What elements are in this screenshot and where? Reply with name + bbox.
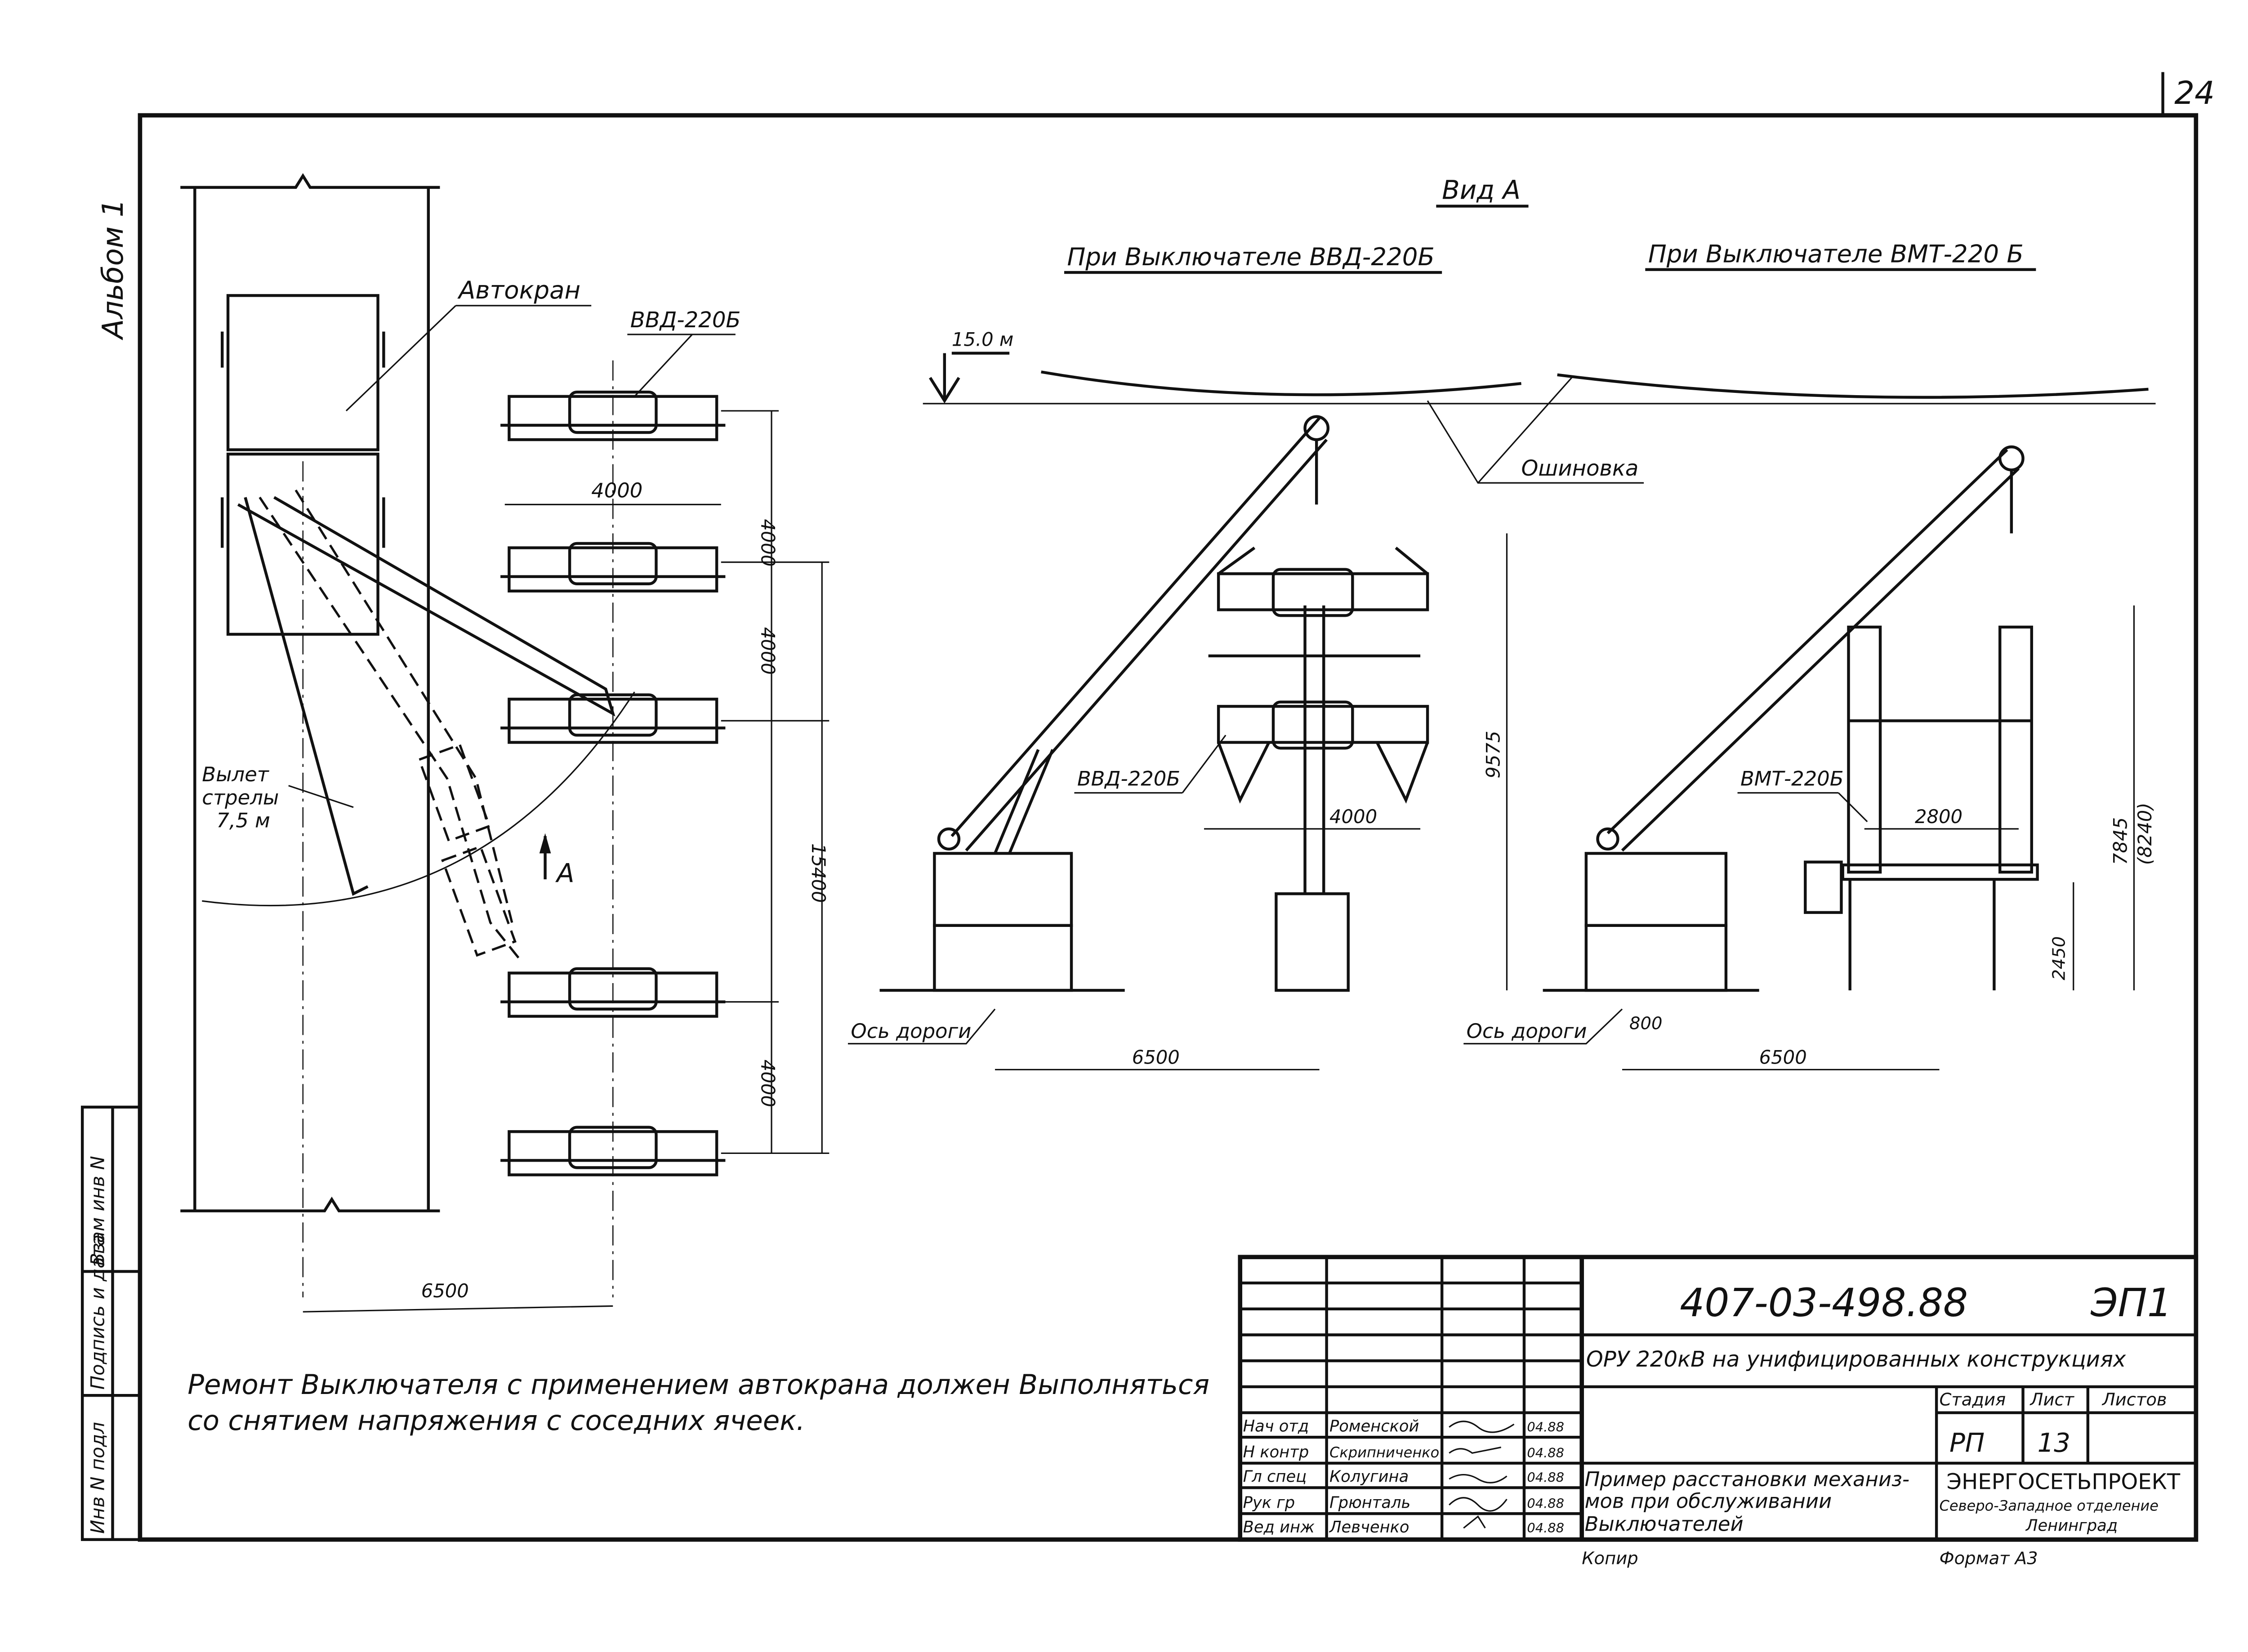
svg-text:Скрипниченко: Скрипниченко bbox=[1329, 1444, 1439, 1461]
svg-text:Гл спец: Гл спец bbox=[1243, 1468, 1307, 1486]
organization-city: Ленинград bbox=[2025, 1517, 2118, 1535]
breaker-plan-label: ВВД-220Б bbox=[630, 307, 741, 333]
right-road-offset: 800 bbox=[1629, 1014, 1662, 1034]
plan-view: Автокран ВВД-220Б Вылет стрелы 7,5 м А 4… bbox=[180, 173, 830, 1313]
crane-right bbox=[1543, 445, 2025, 992]
svg-text:Колугина: Колугина bbox=[1329, 1468, 1409, 1486]
crane-left bbox=[879, 415, 1330, 992]
right-height-alt: (8240) bbox=[2134, 803, 2156, 865]
busbar-label: Ошиновка bbox=[1521, 456, 1639, 481]
left-width-dim: 4000 bbox=[1329, 806, 1377, 828]
svg-text:Рук гр: Рук гр bbox=[1243, 1493, 1295, 1512]
dim-width: 4000 bbox=[591, 478, 642, 502]
stage-header: Стадия bbox=[1940, 1390, 2006, 1410]
drawing-title-2: мов при обслуживании bbox=[1585, 1489, 1832, 1513]
svg-text:Подпись и дата: Подпись и дата bbox=[86, 1234, 108, 1389]
right-width-dim: 2800 bbox=[1915, 806, 1963, 828]
dim-total: 15400 bbox=[807, 843, 830, 903]
signature-rows: Нач отд Роменской 04.88 Н контр Скрипнич… bbox=[1243, 1417, 1564, 1536]
svg-text:Вед инж: Вед инж bbox=[1243, 1518, 1315, 1536]
drawing-title-1: Пример расстановки механиз- bbox=[1585, 1467, 1909, 1491]
view-title: Вид А bbox=[1442, 175, 1521, 205]
boom-reach-label: Вылет bbox=[202, 762, 270, 786]
stage-value: РП bbox=[1949, 1427, 1985, 1458]
svg-text:04.88: 04.88 bbox=[1527, 1470, 1564, 1485]
svg-text:04.88: 04.88 bbox=[1527, 1445, 1564, 1461]
boom-positions bbox=[202, 489, 635, 960]
sheet-header: Лист bbox=[2029, 1390, 2075, 1410]
sheet-frame bbox=[138, 113, 2199, 1542]
side-stamp: Взам инв N Подпись и дата Инв N подл bbox=[80, 1105, 142, 1541]
svg-text:04.88: 04.88 bbox=[1527, 1496, 1564, 1511]
view-arrow-label: А bbox=[555, 858, 574, 889]
svg-text:Инв N подл: Инв N подл bbox=[86, 1422, 108, 1534]
dim-spacing-3: 4000 bbox=[757, 1060, 779, 1107]
breaker-vmt bbox=[1804, 625, 2039, 991]
left-height-dim: 9575 bbox=[1482, 731, 1504, 779]
svg-text:Грюнталь: Грюнталь bbox=[1329, 1493, 1410, 1512]
doc-code: 407-03-498.88 bbox=[1680, 1281, 1968, 1326]
svg-text:стрелы: стрелы bbox=[202, 785, 279, 809]
page-number: 24 bbox=[2174, 75, 2215, 111]
album-label: Альбом 1 bbox=[96, 199, 130, 341]
dim-offset: 6500 bbox=[421, 1280, 469, 1302]
left-breaker-label: ВВД-220Б bbox=[1077, 767, 1180, 791]
level-mark: 15.0 м bbox=[952, 329, 1013, 351]
breaker-symbols bbox=[500, 391, 726, 1176]
svg-text:04.88: 04.88 bbox=[1527, 1520, 1564, 1536]
svg-text:Нач отд: Нач отд bbox=[1243, 1417, 1309, 1435]
right-view-title: При Выключателе ВМТ-220 Б bbox=[1648, 240, 2024, 268]
svg-text:04.88: 04.88 bbox=[1527, 1419, 1564, 1434]
left-road-axis: Ось дороги bbox=[851, 1019, 971, 1043]
drawing-title-3: Выключателей bbox=[1585, 1512, 1744, 1536]
svg-text:Левченко: Левченко bbox=[1329, 1518, 1409, 1536]
sheet-code: ЭП1 bbox=[2090, 1281, 2172, 1326]
right-offset-dim: 6500 bbox=[1759, 1046, 1807, 1069]
format-label: Формат А3 bbox=[1940, 1548, 2038, 1568]
dim-spacing-2: 4000 bbox=[757, 627, 779, 675]
organization: ЭНЕРГОСЕТЬПРОЕКТ bbox=[1947, 1469, 2181, 1495]
title-block: 407-03-498.88 ЭП1 ОРУ 220кВ на унифициро… bbox=[1238, 1255, 2199, 1568]
autocrane-label: Автокран bbox=[457, 276, 580, 304]
copied-label: Копир bbox=[1582, 1548, 1638, 1568]
left-view-title: При Выключателе ВВД-220Б bbox=[1067, 242, 1434, 271]
svg-text:7,5 м: 7,5 м bbox=[216, 809, 270, 833]
organization-branch: Северо-Западное отделение bbox=[1940, 1497, 2159, 1514]
sheet-number: 13 bbox=[2038, 1427, 2070, 1458]
left-offset-dim: 6500 bbox=[1132, 1046, 1180, 1069]
view-a: Вид А При Выключателе ВВД-220Б При Выклю… bbox=[847, 175, 2156, 1071]
breaker-vvd bbox=[1208, 546, 1429, 992]
note-line-1: Ремонт Выключателя с применением автокра… bbox=[187, 1369, 1209, 1401]
sheets-header: Листов bbox=[2101, 1390, 2167, 1410]
right-road-axis: Ось дороги bbox=[1467, 1019, 1587, 1043]
right-base-dim: 2450 bbox=[2049, 936, 2070, 980]
note-line-2: со снятием напряжения с соседних ячеек. bbox=[187, 1405, 805, 1437]
right-breaker-label: ВМТ-220Б bbox=[1740, 767, 1844, 791]
svg-text:Взам инв N: Взам инв N bbox=[86, 1156, 108, 1265]
project-name: ОРУ 220кВ на унифицированных конструкция… bbox=[1586, 1347, 2126, 1372]
svg-text:Роменской: Роменской bbox=[1329, 1417, 1419, 1435]
svg-text:Н контр: Н контр bbox=[1243, 1443, 1309, 1461]
right-height-dim: 7845 bbox=[2109, 817, 2131, 865]
dim-spacing-1: 4000 bbox=[757, 519, 779, 566]
